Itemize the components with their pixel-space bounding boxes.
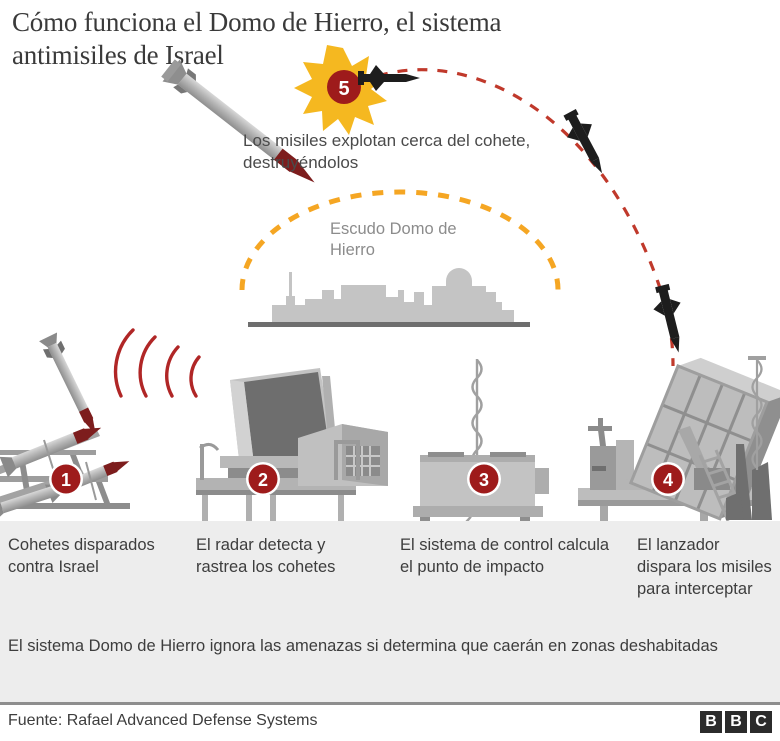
illustration-stage: 5: [0, 45, 780, 521]
explosion-burst-marker-5: 5: [294, 45, 387, 135]
footer-divider: [0, 702, 780, 705]
bbc-logo: B B C: [700, 711, 772, 733]
step-1-caption: Cohetes disparados contra Israel: [8, 536, 155, 576]
interceptor-missile-mid: [563, 109, 603, 174]
step-marker-4: 4: [651, 462, 685, 496]
step-marker-3: 3: [467, 462, 501, 496]
interceptor-missile-upper: [358, 65, 420, 91]
illustration-svg: 5: [0, 45, 780, 521]
page-title: Cómo funciona el Domo de Hierro, el sist…: [12, 7, 502, 70]
step-2-radar: [196, 368, 388, 521]
iron-dome-shield-arc: [239, 189, 561, 291]
footnote-text: El sistema Domo de Hierro ignora las ame…: [8, 637, 718, 655]
step-marker-5-number: 5: [338, 78, 349, 100]
step-2-caption: El radar detecta y rastrea los cohetes: [196, 536, 336, 576]
interceptor-trajectory: [377, 68, 675, 367]
step-3-caption: El sistema de control calcula el punto d…: [400, 536, 610, 576]
caption-band: Cohetes disparados contra Israel El rada…: [0, 521, 780, 704]
svg-text:4: 4: [663, 470, 673, 490]
step-4-missile-launcher: [578, 356, 780, 521]
radar-waves: [113, 328, 201, 398]
step-4-caption: El lanzador dispara los misiles para int…: [637, 536, 772, 598]
city-skyline: [248, 268, 530, 327]
step-marker-1: 1: [49, 462, 83, 496]
svg-text:1: 1: [61, 470, 71, 490]
step-marker-2: 2: [246, 462, 280, 496]
svg-text:2: 2: [258, 470, 268, 490]
interceptor-missile-launching: [653, 283, 681, 353]
bbc-logo-letter-b2: B: [725, 711, 747, 733]
bbc-logo-letter-c: C: [750, 711, 772, 733]
explosion-label: Los misiles explotan cerca del cohete, d…: [243, 131, 531, 172]
incoming-rocket-destroyed: [161, 59, 315, 183]
iron-dome-shield-label: Escudo Domo de Hierro: [330, 220, 457, 259]
source-text: Fuente: Rafael Advanced Defense Systems: [8, 712, 318, 729]
bbc-logo-letter-b1: B: [700, 711, 722, 733]
svg-text:3: 3: [479, 470, 489, 490]
step-3-control-system: [413, 359, 549, 521]
